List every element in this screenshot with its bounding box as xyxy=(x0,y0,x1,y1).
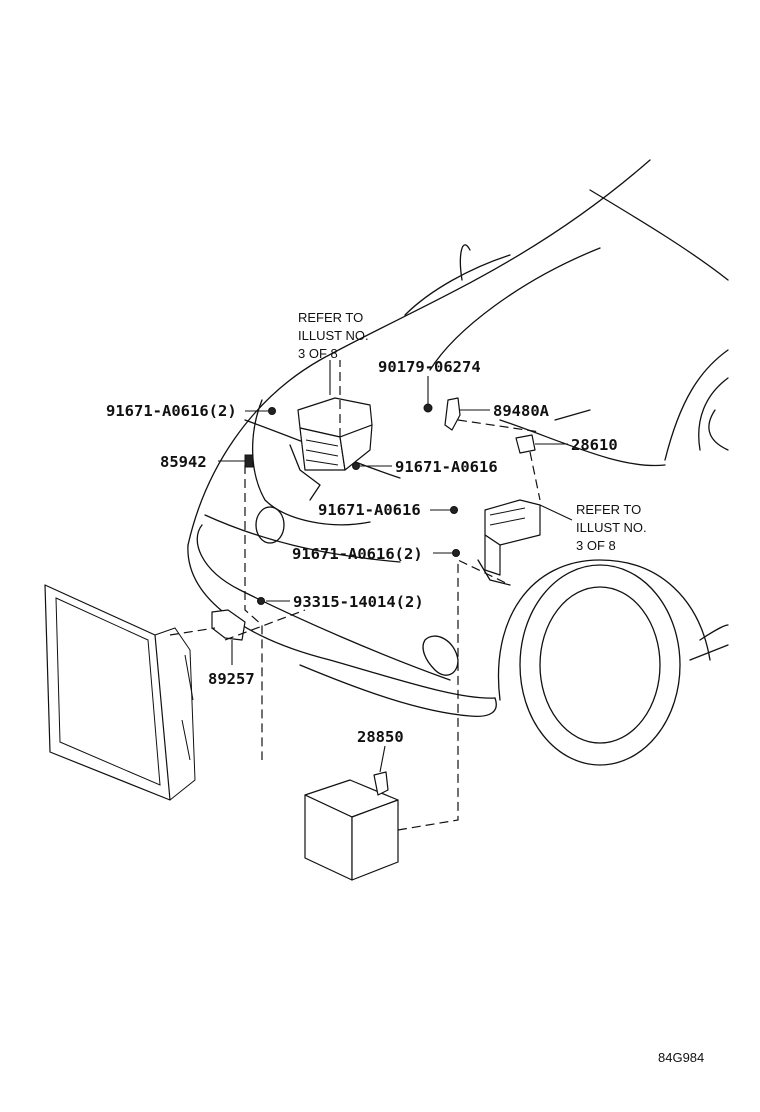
callout-28850: 28850 xyxy=(357,728,404,746)
sensor-89480a xyxy=(423,397,461,431)
callout-90179-06274: 90179-06274 xyxy=(378,358,481,376)
radiator xyxy=(44,584,196,801)
reference-note-upper: REFER TO ILLUST NO. 3 OF 8 xyxy=(298,310,369,361)
reference-note-lower: REFER TO ILLUST NO. 3 OF 8 xyxy=(576,502,647,553)
junction-block-lower xyxy=(477,499,541,586)
callout-85942: 85942 xyxy=(160,453,207,471)
callout-89257: 89257 xyxy=(208,670,255,688)
callout-91671-a0616-2-upper: 91671-A0616(2) xyxy=(106,402,237,420)
leader-lines xyxy=(218,360,573,773)
sensor-89257 xyxy=(211,609,246,641)
note-line: REFER TO xyxy=(576,502,641,517)
relay-box-upper xyxy=(289,397,373,501)
callout-91671-a0616-a: 91671-A0616 xyxy=(395,458,498,476)
callout-91671-a0616-2-lower: 91671-A0616(2) xyxy=(292,545,423,563)
callout-28610: 28610 xyxy=(571,436,618,454)
callout-93315-14014-2: 93315-14014(2) xyxy=(293,593,424,611)
callout-89480a: 89480A xyxy=(493,402,550,420)
callout-labels: 90179-06274 89480A 91671-A0616(2) 28610 … xyxy=(106,358,618,746)
note-line: REFER TO xyxy=(298,310,363,325)
reference-lines xyxy=(169,360,541,831)
note-line: 3 OF 8 xyxy=(298,346,338,361)
note-line: ILLUST NO. xyxy=(576,520,647,535)
note-line: 3 OF 8 xyxy=(576,538,616,553)
callout-91671-a0616-b: 91671-A0616 xyxy=(318,501,421,519)
figure-code: 84G984 xyxy=(658,1050,704,1065)
note-line: ILLUST NO. xyxy=(298,328,369,343)
bolts xyxy=(244,407,460,605)
battery-28850 xyxy=(304,771,399,881)
relay-28610 xyxy=(515,434,536,454)
